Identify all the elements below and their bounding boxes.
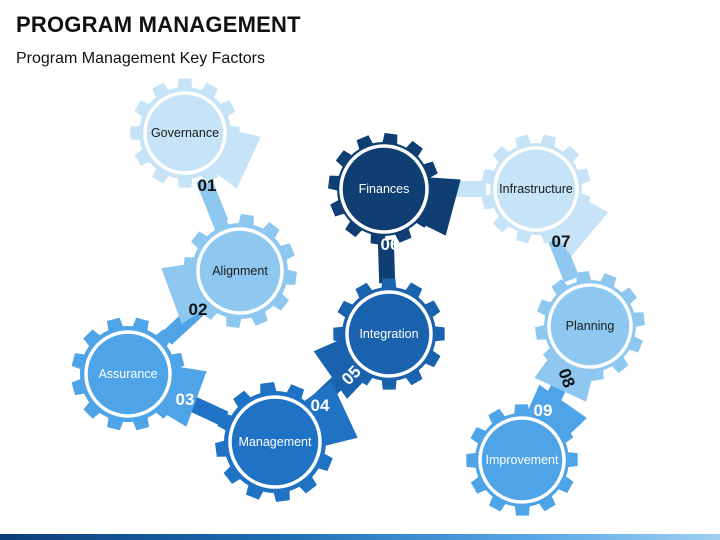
- gear-number: 07: [552, 232, 571, 251]
- gear-number: 04: [311, 396, 330, 415]
- page-subtitle: Program Management Key Factors: [16, 50, 265, 67]
- gear-center-ring: [547, 283, 633, 369]
- gear-number-tab: [549, 195, 609, 257]
- gear-number: 03: [176, 390, 195, 409]
- gear-center-ring: [493, 146, 579, 232]
- gear-number: 02: [189, 300, 208, 319]
- gear-label: Integration: [359, 327, 418, 341]
- gear-number: 06: [381, 235, 400, 254]
- gear-label: Improvement: [486, 453, 559, 467]
- gear-label: Finances: [359, 182, 410, 196]
- gear-number: 01: [198, 176, 217, 195]
- gear-item: Finances 06: [328, 133, 461, 254]
- gear-label: Planning: [566, 319, 615, 333]
- gear-item: Governance 01: [130, 78, 261, 195]
- gear-center-ring: [196, 227, 284, 315]
- gear-item: Alignment 02: [161, 214, 297, 328]
- gear-connector: [546, 232, 580, 283]
- gear-item: Improvement 09: [466, 384, 587, 516]
- gear-label: Alignment: [212, 264, 268, 278]
- page-title: PROGRAM MANAGEMENT: [16, 12, 301, 37]
- gear-label: Assurance: [98, 367, 157, 381]
- gear-connector: [377, 239, 396, 284]
- gear-center-ring: [143, 91, 227, 175]
- gear-connector: [196, 176, 229, 226]
- gear-item: Infrastructure 07: [481, 134, 609, 257]
- gear-center-ring: [478, 416, 566, 504]
- gear-label: Governance: [151, 126, 219, 140]
- gear-item: Management 04: [215, 381, 358, 502]
- gear-item: Assurance 03: [71, 317, 207, 431]
- gear-center-ring: [345, 290, 433, 378]
- gear-center-ring: [339, 144, 429, 234]
- bottom-accent-bar: [0, 534, 720, 540]
- gear-label: Infrastructure: [499, 182, 573, 196]
- gear-center-ring: [228, 395, 322, 489]
- gear-number: 09: [534, 401, 553, 420]
- gear-chain: Governance01Alignment02Assurance03Manage…: [71, 78, 645, 516]
- gear-center-ring: [84, 330, 172, 418]
- gear-label: Management: [239, 435, 312, 449]
